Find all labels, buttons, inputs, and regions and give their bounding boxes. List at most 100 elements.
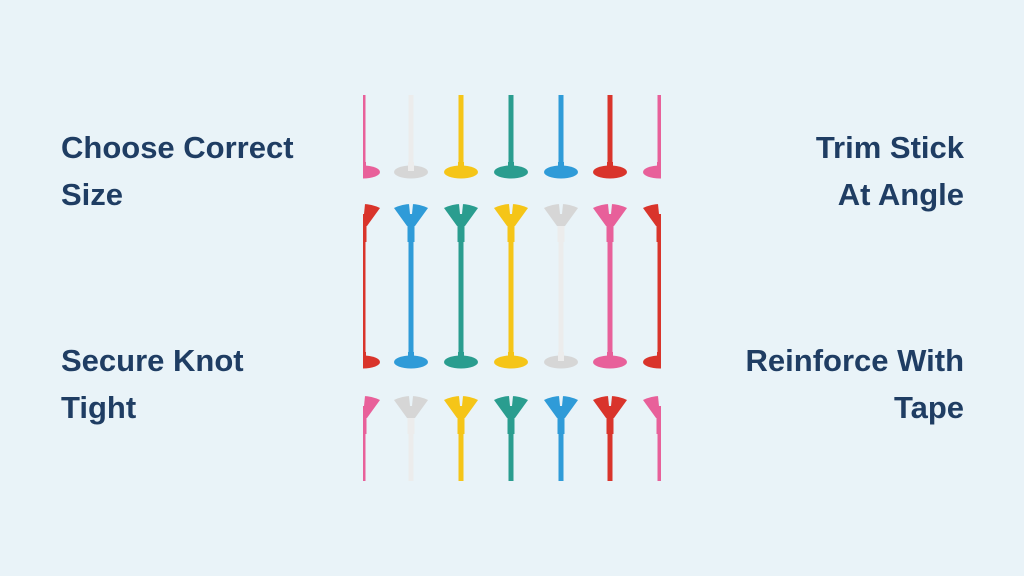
- stick-base: [593, 165, 627, 179]
- balloon-cup: [643, 204, 661, 226]
- stick-base: [643, 165, 661, 179]
- cup-neck: [606, 418, 614, 434]
- cup-slot: [559, 204, 563, 214]
- balloon-cup: [544, 204, 578, 226]
- tip-reinforce-with-tape: Reinforce With Tape: [746, 337, 964, 431]
- balloon-cup: [593, 204, 627, 226]
- stick-base: [593, 355, 627, 369]
- tip-line: Reinforce With: [745, 343, 964, 378]
- stick: [558, 95, 564, 170]
- stick-collar: [458, 162, 464, 171]
- stick-base: [444, 355, 478, 369]
- stick-collar: [408, 352, 414, 361]
- stick-base: [394, 165, 428, 179]
- stick-collar: [607, 352, 613, 361]
- balloon-cup: [444, 204, 478, 226]
- stick: [458, 240, 464, 358]
- tip-choose-correct-size: Choose Correct Size: [61, 124, 294, 218]
- balloon-cup: [494, 396, 528, 418]
- stick: [558, 432, 564, 481]
- tip-secure-knot-tight: Secure Knot Tight: [61, 337, 244, 431]
- cup-slot: [608, 396, 612, 406]
- stick: [458, 95, 464, 170]
- balloon-cup: [593, 396, 627, 418]
- stick: [657, 240, 661, 358]
- cup-slot: [658, 396, 661, 406]
- stick-collar: [458, 352, 464, 361]
- stick-collar: [508, 162, 514, 171]
- stick: [408, 240, 414, 358]
- tip-line: Tight: [61, 390, 137, 425]
- stick-collar: [508, 352, 514, 361]
- stick-base: [494, 165, 528, 179]
- cup-slot: [608, 204, 612, 214]
- tip-trim-stick-at-angle: Trim Stick At Angle: [816, 124, 964, 218]
- cup-slot: [459, 396, 463, 406]
- cup-neck: [457, 418, 465, 434]
- stick: [607, 240, 613, 358]
- cup-neck: [407, 226, 415, 242]
- cup-neck: [656, 226, 661, 242]
- stick-base: [363, 165, 380, 179]
- balloon-cup: [643, 396, 661, 418]
- cup-neck: [507, 226, 515, 242]
- stick: [607, 95, 613, 170]
- stick-collar: [363, 352, 366, 361]
- cup-slot: [559, 396, 563, 406]
- tip-line: Tape: [893, 390, 964, 425]
- cup-slot: [509, 396, 513, 406]
- stick: [458, 432, 464, 481]
- cup-slot: [409, 204, 413, 214]
- cup-neck: [606, 226, 614, 242]
- stick-collar: [363, 162, 366, 171]
- cup-neck: [557, 418, 565, 434]
- tip-line: Choose Correct: [61, 130, 294, 165]
- stick-base: [494, 355, 528, 369]
- stick-collar: [558, 162, 564, 171]
- cup-neck: [407, 418, 415, 434]
- cup-neck: [507, 418, 515, 434]
- cup-slot: [363, 204, 365, 214]
- balloon-cup: [363, 204, 380, 226]
- cup-neck: [457, 226, 465, 242]
- stick-base: [544, 165, 578, 179]
- cup-neck: [656, 418, 661, 434]
- balloon-cup: [494, 204, 528, 226]
- tip-line: At Angle: [837, 177, 964, 212]
- stick-base: [643, 355, 661, 369]
- stick: [508, 240, 514, 358]
- cup-slot: [409, 396, 413, 406]
- stick-collar: [607, 162, 613, 171]
- cup-slot: [459, 204, 463, 214]
- tip-line: Trim Stick: [815, 130, 964, 165]
- stick: [408, 95, 414, 170]
- stick-collar: [657, 162, 661, 171]
- stick-collar: [558, 352, 564, 361]
- stick: [408, 432, 414, 481]
- cup-slot: [363, 396, 365, 406]
- stick: [508, 432, 514, 481]
- stick: [558, 240, 564, 358]
- stick: [508, 95, 514, 170]
- balloon-cup: [394, 204, 428, 226]
- stick: [363, 240, 366, 358]
- cup-slot: [509, 204, 513, 214]
- stick-base: [444, 165, 478, 179]
- stick: [363, 432, 366, 481]
- stick-collar: [408, 162, 414, 171]
- tip-line: Size: [61, 177, 124, 212]
- balloon-cup: [544, 396, 578, 418]
- stick: [607, 432, 613, 481]
- cup-neck: [557, 226, 565, 242]
- cup-slot: [658, 204, 661, 214]
- tip-line: Secure Knot: [61, 343, 244, 378]
- cup-neck: [363, 418, 367, 434]
- cup-neck: [363, 226, 367, 242]
- stick-collar: [657, 352, 661, 361]
- stick: [363, 95, 366, 170]
- balloon-cup: [363, 396, 380, 418]
- stick: [657, 95, 661, 170]
- balloon-cup: [394, 396, 428, 418]
- stick-base: [394, 355, 428, 369]
